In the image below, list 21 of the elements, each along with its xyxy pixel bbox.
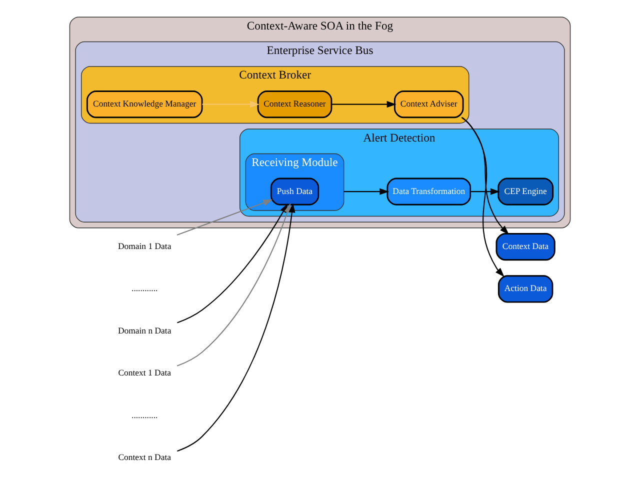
node-box: Push Data: [270, 178, 319, 206]
node-text: Domain 1 Data: [117, 241, 171, 252]
arrow: [460, 117, 509, 235]
node-box: Context Reasoner: [256, 90, 332, 118]
node-box: Context Adviser: [393, 90, 464, 118]
node-text: Context 1 Data: [118, 368, 171, 378]
arrow: [202, 101, 259, 108]
node-box: Context Data: [495, 233, 555, 261]
node-box: Context Knowledge Manager: [86, 90, 202, 118]
arrow: [176, 200, 272, 236]
arrow: [461, 117, 504, 278]
label: ............: [131, 283, 158, 294]
node-box: CEP Engine: [497, 178, 554, 206]
node-text: Context n Data: [118, 452, 171, 462]
arrow: [331, 101, 396, 108]
node-text: Domain n Data: [117, 325, 171, 336]
node-box: Data Transformation: [386, 178, 471, 206]
arrow: [470, 188, 500, 195]
arrow: [343, 188, 388, 195]
label: ............: [131, 410, 158, 420]
node-box: Action Data: [497, 275, 553, 303]
